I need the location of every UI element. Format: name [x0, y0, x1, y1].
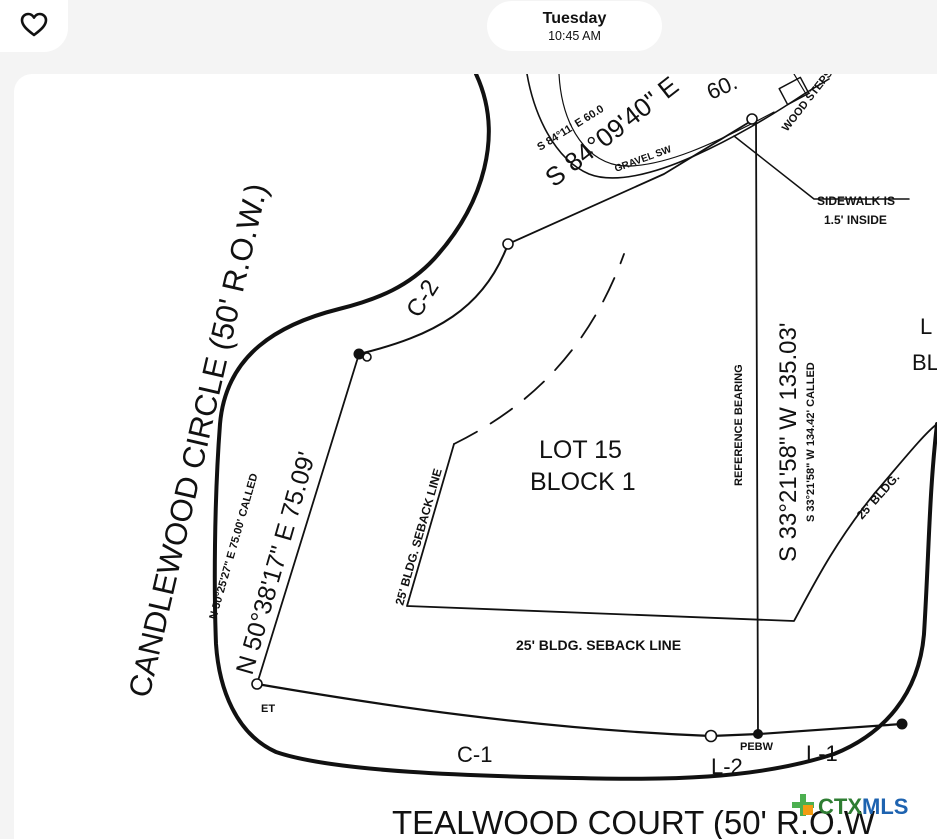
setback-label-left: 25' BLDG. SEBACK LINE — [392, 467, 444, 607]
west-bearing-label: N 50°38'17" E 75.09' — [231, 449, 321, 678]
heart-outline-icon — [20, 12, 48, 37]
lot-line-north — [507, 117, 757, 245]
lot-line-east — [755, 117, 759, 737]
setback-label-right: 25' BLDG. — [854, 470, 902, 522]
top-bar: Tuesday 10:45 AM — [0, 0, 937, 68]
adjacent-lot-label: L — [920, 314, 932, 339]
plat-survey-drawing: CANDLEWOOD CIRCLE (50' R.O.W.) TEALWOOD … — [122, 74, 937, 839]
east-called-label: S 33°21'58" W 134.42' CALLED — [805, 362, 817, 522]
photo-card[interactable]: CANDLEWOOD CIRCLE (50' R.O.W.) TEALWOOD … — [14, 74, 937, 839]
setback-line — [453, 253, 625, 445]
sidewalk-note-line1: SIDEWALK IS — [817, 194, 895, 208]
east-bearing-label: S 33°21'58" W 135.03' — [775, 323, 802, 562]
line-label-l2: L-2 — [711, 754, 743, 779]
ctxmls-logo-icon: CTXMLS — [792, 794, 908, 819]
lot-label: LOT 15 — [539, 436, 622, 464]
sidewalk-note-line2: 1.5' INSIDE — [824, 213, 887, 227]
setback-label-bottom: 25' BLDG. SEBACK LINE — [516, 637, 681, 653]
road-inner-edge — [526, 74, 830, 179]
adjacent-block-label: BL — [912, 350, 937, 375]
date-time-pill: Tuesday 10:45 AM — [487, 1, 662, 51]
lot-line-south — [255, 682, 904, 738]
lot-line-west — [256, 353, 360, 685]
street-label-tealwood: TEALWOOD COURT (50' R.O.W — [392, 804, 876, 839]
pebw-label: PEBW — [740, 741, 774, 753]
day-label: Tuesday — [542, 10, 607, 27]
reference-bearing-label: REFERENCE BEARING — [733, 364, 745, 486]
et-label: ET — [261, 703, 275, 715]
street-curb-line — [212, 74, 937, 781]
curve-label-c1: C-1 — [457, 742, 492, 767]
north-distance-label: 60. — [703, 74, 741, 105]
gravel-sidewalk-label: GRAVEL SW — [613, 144, 673, 175]
ctxmls-watermark: CTXMLS — [790, 790, 930, 822]
favorite-button[interactable] — [0, 0, 68, 52]
line-label-l1: L-1 — [806, 741, 838, 766]
time-label: 10:45 AM — [548, 29, 601, 43]
ctxmls-brand-text: CTXMLS — [818, 794, 908, 819]
block-label: BLOCK 1 — [530, 468, 636, 496]
